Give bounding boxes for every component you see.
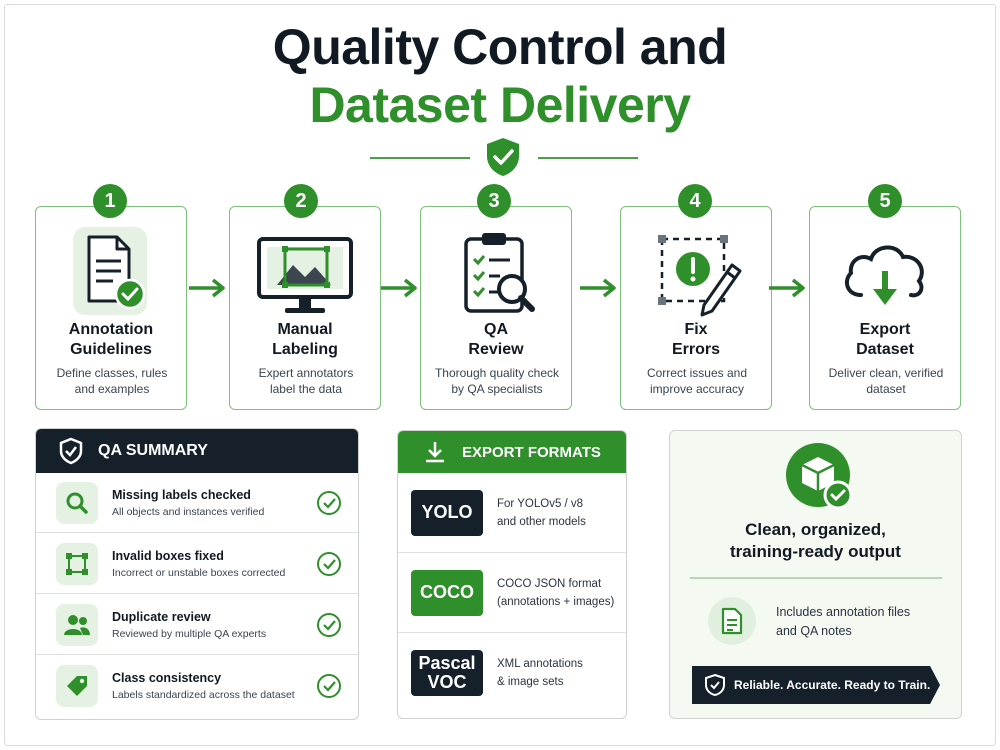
qa-item-title: Missing labels checked [112,487,251,502]
step-1-card: Annotation Guidelines Define classes, ru… [35,206,187,410]
output-divider [690,577,942,579]
step-4-card: Fix Errors Correct issues and improve ac… [620,206,772,410]
title-divider-left [370,157,470,159]
title-divider-right [538,157,638,159]
step-5-title: Export Dataset [856,321,914,358]
step-3-number: 3 [477,184,511,218]
output-ribbon-text: Reliable. Accurate. Ready to Train. [734,678,931,692]
format-badge: COCO [411,569,483,616]
document-icon [721,607,743,635]
export-formats-header: EXPORT FORMATS [398,431,626,473]
qa-item-class-consistency: Class consistency Labels standardized ac… [36,656,358,716]
step-1-description: Define classes, rules and examples [56,366,168,396]
check-circle-icon [317,612,341,637]
export-format-yolo: YOLO For YOLOv5 / v8 and other models [398,473,626,553]
step-5-number: 5 [868,184,902,218]
step-3-card: QA Review Thorough quality check by QA s… [420,206,572,410]
format-description: COCO JSON format (annotations + images) [497,577,615,608]
download-icon [426,442,444,463]
search-icon [66,492,88,514]
export-format-coco: COCO COCO JSON format (annotations + ima… [398,553,626,633]
monitor-bounding-box-icon [257,237,353,313]
package-check-icon [786,443,853,510]
outer-frame [4,4,996,746]
shield-check-icon [705,673,725,697]
output-ribbon: Reliable. Accurate. Ready to Train. [692,666,940,704]
output-title: Clean, organized, training-ready output [730,520,901,561]
step-3-title: QA Review [468,321,524,358]
error-edit-icon [658,235,742,317]
qa-summary-header: QA SUMMARY [36,429,358,473]
export-formats-heading: EXPORT FORMATS [462,443,601,461]
step-2-card: Manual Labeling Expert annotators label … [229,206,381,410]
qa-item-title: Invalid boxes fixed [112,548,224,563]
step-5-card: Export Dataset Deliver clean, verified d… [809,206,961,410]
users-icon [64,614,90,635]
check-circle-icon [317,674,341,698]
step-5-description: Deliver clean, verified dataset [828,366,944,396]
check-circle-icon [317,490,341,515]
qa-item-subtitle: Reviewed by multiple QA experts [112,627,267,640]
bounding-box-icon [66,552,88,575]
step-2-description: Expert annotators label the data [258,366,354,396]
step-1-title: Annotation Guidelines [68,321,154,358]
shield-check-icon [487,138,519,176]
format-description: XML annotations & image sets [497,658,583,688]
qa-item-subtitle: All objects and instances verified [112,505,265,518]
export-format-pascal-voc: Pascal VOC XML annotations & image sets [398,633,626,713]
format-badge: Pascal VOC [411,650,483,696]
qa-summary-heading: QA SUMMARY [98,442,208,459]
qa-summary-panel: QA SUMMARY Missing labels checked All ob… [35,428,359,720]
clipboard-magnifier-icon [464,233,535,313]
qa-item-duplicate-review: Duplicate review Reviewed by multiple QA… [36,595,358,655]
step-4-description: Correct issues and improve accuracy [646,366,748,396]
qa-item-title: Class consistency [112,671,222,685]
qa-item-subtitle: Incorrect or unstable boxes corrected [112,566,286,579]
arrow-right-icon [381,278,417,298]
format-description: For YOLOv5 / v8 and other models [497,497,586,528]
tag-icon [67,676,87,696]
qa-item-title: Duplicate review [112,609,211,624]
qa-item-missing-labels: Missing labels checked All objects and i… [36,473,358,533]
cloud-download-icon [844,245,924,305]
step-4-title: Fix Errors [671,321,721,358]
qa-item-invalid-boxes: Invalid boxes fixed Incorrect or unstabl… [36,534,358,594]
arrow-right-icon [580,278,616,298]
page-title-line-1: Quality Control and [272,19,728,75]
step-2-number: 2 [284,184,318,218]
document-check-icon [73,227,147,315]
output-panel: Clean, organized, training-ready output … [669,430,962,719]
output-note-icon-wrap [708,597,756,645]
format-badge: YOLO [411,489,483,536]
step-4-number: 4 [678,184,712,218]
step-1-number: 1 [93,184,127,218]
check-circle-icon [317,551,341,576]
step-3-description: Thorough quality check by QA specialists [434,366,560,396]
export-formats-panel: EXPORT FORMATS YOLO For YOLOv5 / v8 and … [397,430,627,719]
arrow-right-icon [769,278,805,298]
qa-item-subtitle: Labels standardized across the dataset [112,689,295,701]
output-note: Includes annotation files and QA notes [776,605,911,638]
page-title-line-2: Dataset Delivery [309,77,691,133]
step-2-title: Manual Labeling [272,321,338,358]
arrow-right-icon [189,278,225,298]
shield-check-icon [59,437,83,465]
